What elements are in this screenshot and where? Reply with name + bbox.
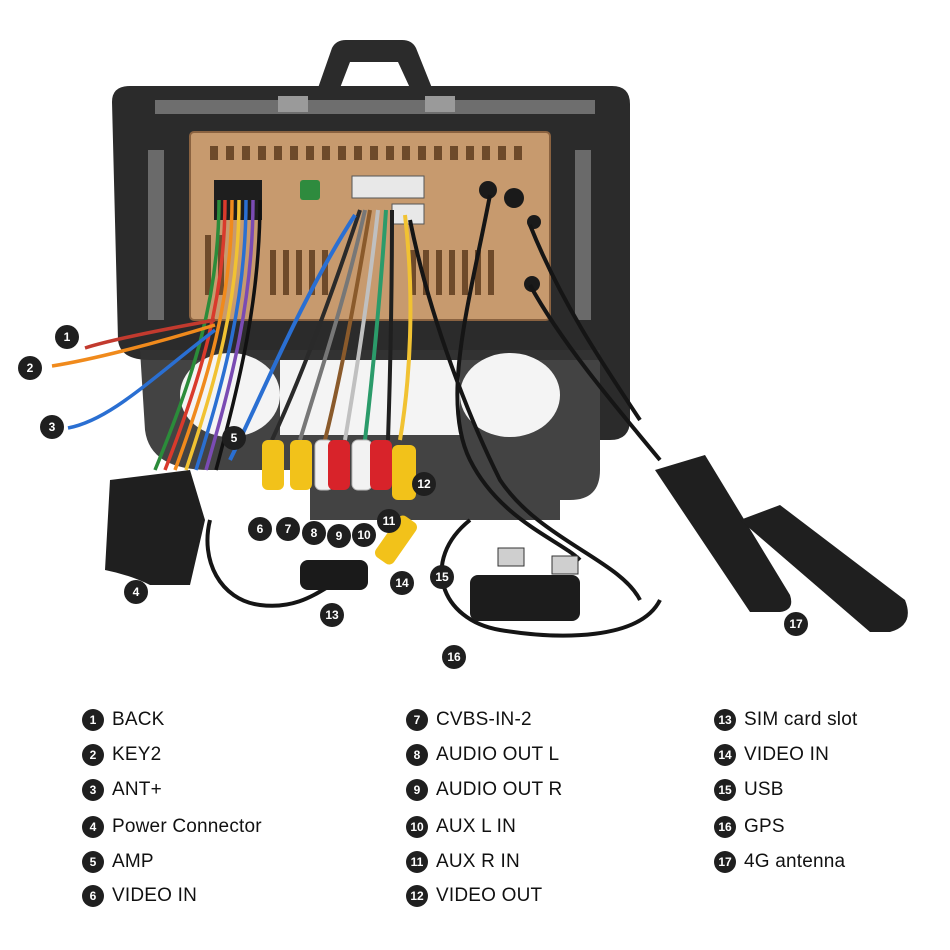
callout-marker: 15 (430, 565, 454, 589)
bracket-cutout (460, 353, 560, 437)
callout-marker: 13 (320, 603, 344, 627)
multi-pin-socket-icon (391, 203, 425, 225)
frame-rail (148, 150, 164, 320)
legend-number: 11 (406, 851, 428, 873)
gps-module-icon (470, 575, 580, 621)
legend-number: 13 (714, 709, 736, 731)
legend-item: 4 Power Connector (82, 814, 262, 840)
antenna-port-icon (479, 181, 497, 199)
callout-marker: 4 (124, 580, 148, 604)
rca-connectors-icon (262, 439, 417, 565)
legend-label: VIDEO IN (112, 885, 198, 906)
legend-number: 12 (406, 885, 428, 907)
legend-label: ANT+ (112, 779, 162, 800)
legend-item: 8 AUDIO OUT L (406, 742, 559, 768)
callout-marker: 8 (302, 521, 326, 545)
frame-handle-icon (318, 40, 432, 88)
callout-marker: 2 (18, 356, 42, 380)
usb-plug-icon (551, 555, 579, 575)
copper-back-panel-icon (189, 131, 551, 321)
legend-item: 11 AUX R IN (406, 849, 520, 875)
legend-item: 3 ANT+ (82, 777, 162, 803)
legend-number: 10 (406, 816, 428, 838)
legend-label: USB (744, 779, 784, 800)
legend-number: 4 (82, 816, 104, 838)
pass-sticker-icon (300, 180, 320, 200)
frame-rail (575, 150, 591, 320)
long-cables-icon (205, 194, 662, 638)
clip-icon (425, 96, 455, 112)
legend-item: 13 SIM card slot (714, 707, 857, 733)
legend-label: BACK (112, 709, 165, 730)
legend-label: SIM card slot (744, 709, 858, 730)
callout-marker: 10 (352, 523, 376, 547)
multi-pin-socket-icon (351, 175, 425, 199)
legend-label: VIDEO OUT (436, 885, 543, 906)
legend-label: VIDEO IN (744, 744, 830, 765)
antenna-port-icon (524, 276, 540, 292)
rca-cables-icon (228, 209, 413, 461)
callout-marker: 6 (248, 517, 272, 541)
clip-icon (278, 96, 308, 112)
legend-number: 5 (82, 851, 104, 873)
legend-label: GPS (744, 816, 785, 837)
legend-label: 4G antenna (744, 851, 846, 872)
legend-label: AMP (112, 851, 154, 872)
power-connector-icon (105, 470, 205, 585)
callout-marker: 1 (55, 325, 79, 349)
usb-plug-icon (497, 547, 525, 567)
callout-marker: 5 (222, 426, 246, 450)
legend-number: 6 (82, 885, 104, 907)
legend-number: 2 (82, 744, 104, 766)
callout-marker: 14 (390, 571, 414, 595)
legend-label: AUDIO OUT R (436, 779, 563, 800)
vent-slots-icon (205, 235, 494, 295)
legend-label: AUX L IN (436, 816, 517, 837)
legend-number: 16 (714, 816, 736, 838)
legend-item: 17 4G antenna (714, 849, 845, 875)
4g-antenna-icon (740, 505, 908, 632)
vent-slots-icon (210, 146, 522, 160)
legend-label: AUDIO OUT L (436, 744, 560, 765)
4g-antenna-icon (655, 455, 792, 612)
legend-number: 1 (82, 709, 104, 731)
callout-marker: 3 (40, 415, 64, 439)
legend-item: 7 CVBS-IN-2 (406, 707, 532, 733)
callout-marker: 17 (784, 612, 808, 636)
callout-marker: 11 (377, 509, 401, 533)
legend-number: 14 (714, 744, 736, 766)
sim-module-icon (300, 560, 368, 590)
legend-item: 10 AUX L IN (406, 814, 516, 840)
legend-item: 14 VIDEO IN (714, 742, 829, 768)
antenna-port-icon (504, 188, 524, 208)
callout-marker: 16 (442, 645, 466, 669)
callout-marker: 12 (412, 472, 436, 496)
legend-item: 2 KEY2 (82, 742, 161, 768)
legend-item: 15 USB (714, 777, 784, 803)
legend-label: KEY2 (112, 744, 162, 765)
legend-label: AUX R IN (436, 851, 520, 872)
frame-rail (155, 100, 595, 114)
legend-label: Power Connector (112, 816, 262, 837)
legend-number: 17 (714, 851, 736, 873)
legend-number: 9 (406, 779, 428, 801)
legend-item: 16 GPS (714, 814, 785, 840)
legend-item: 12 VIDEO OUT (406, 883, 542, 909)
callout-marker: 9 (327, 524, 351, 548)
legend-number: 8 (406, 744, 428, 766)
callout-marker: 7 (276, 517, 300, 541)
legend-item: 9 AUDIO OUT R (406, 777, 562, 803)
legend-number: 7 (406, 709, 428, 731)
product-illustration (51, 40, 908, 638)
legend-item: 1 BACK (82, 707, 165, 733)
legend-item: 5 AMP (82, 849, 154, 875)
wire-harness-icon (51, 199, 262, 471)
legend-number: 3 (82, 779, 104, 801)
legend-number: 15 (714, 779, 736, 801)
legend-item: 6 VIDEO IN (82, 883, 197, 909)
legend-label: CVBS-IN-2 (436, 709, 532, 730)
